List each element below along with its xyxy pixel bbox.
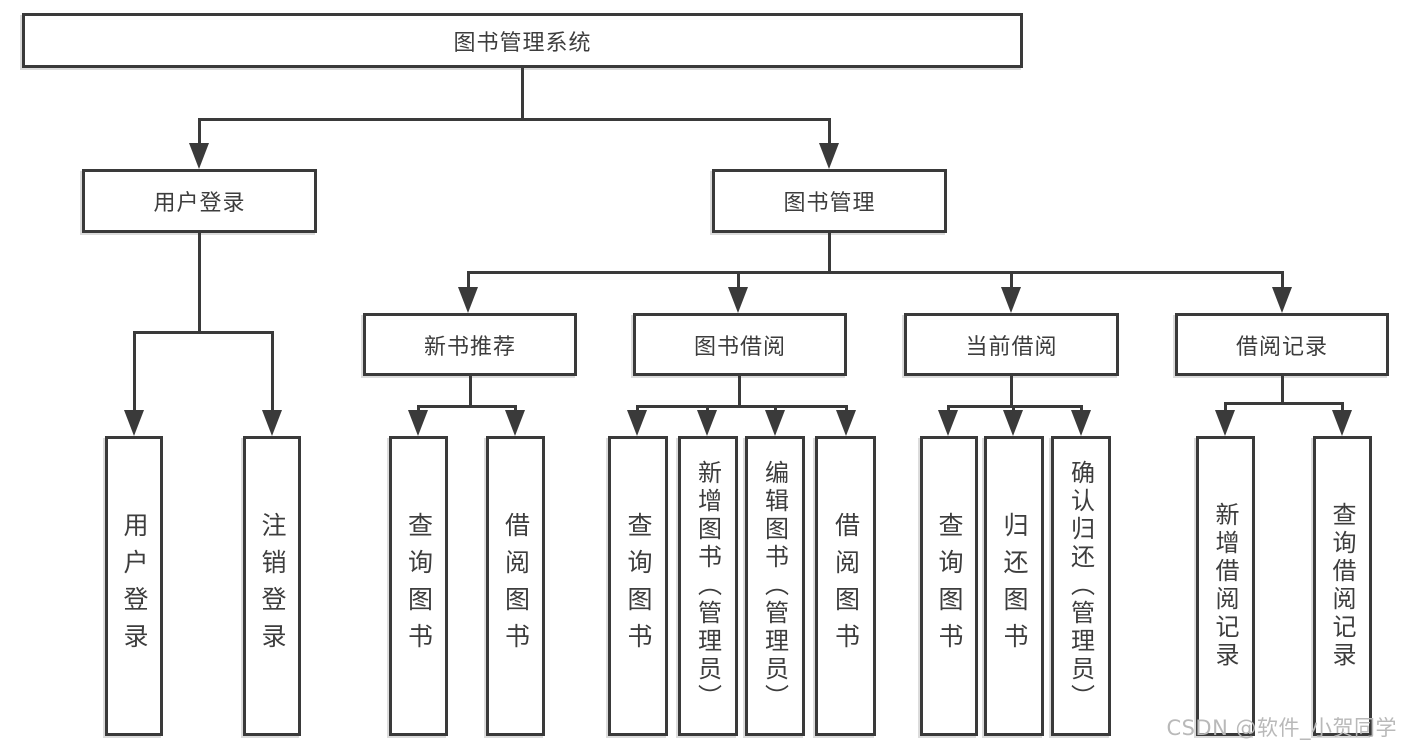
arrow-down-icon [1001,287,1021,313]
leaf-logout: 注销登录 [243,436,301,736]
connector-line [1281,376,1284,405]
connector-line [845,405,848,414]
leaf-add-book-admin: 新增图书（管理员） [678,436,738,736]
leaf-query-books-borrow: 查询图书 [608,436,668,736]
arrow-down-icon [938,410,958,436]
connector-line [738,376,741,408]
node-root: 图书管理系统 [22,13,1023,68]
connector-line [1010,271,1013,289]
arrow-down-icon [408,410,428,436]
arrow-down-icon [627,410,647,436]
connector-line [1010,376,1013,408]
connector-line [198,233,201,333]
node-new-book-recommend: 新书推荐 [363,313,577,376]
arrow-down-icon [505,410,525,436]
arrow-down-icon [1272,287,1292,313]
connector-line [1224,402,1344,405]
node-user-login: 用户登录 [82,169,317,233]
arrow-down-icon [765,410,785,436]
leaf-edit-book-admin: 编辑图书（管理员） [745,436,805,736]
connector-line [133,331,274,334]
connector-line [947,405,1083,408]
leaf-query-books-recommend: 查询图书 [389,436,448,736]
connector-line [469,376,472,408]
arrow-down-icon [697,410,717,436]
connector-line [706,405,709,414]
arrow-down-icon [458,287,478,313]
csdn-watermark: CSDN @软件_小贺同学 [1166,716,1397,740]
arrow-down-icon [728,287,748,313]
connector-line [271,331,274,412]
connector-line [521,68,524,120]
leaf-user-login: 用户登录 [105,436,163,736]
connector-line [1224,402,1227,412]
connector-line [198,118,201,146]
arrow-down-icon [262,410,282,436]
leaf-query-borrow-record: 查询借阅记录 [1313,436,1372,736]
node-book-borrow: 图书借阅 [633,313,847,376]
connector-line [133,331,136,412]
connector-line [1080,405,1083,414]
arrow-down-icon [1003,410,1023,436]
connector-line [467,271,1284,274]
leaf-borrow-books-recommend: 借阅图书 [486,436,545,736]
leaf-borrow-books: 借阅图书 [815,436,876,736]
connector-line [417,405,517,408]
arrow-down-icon [1215,410,1235,436]
connector-line [1341,402,1344,412]
leaf-add-borrow-record: 新增借阅记录 [1196,436,1255,736]
connector-line [737,271,740,289]
connector-line [774,405,777,414]
connector-line [636,405,639,414]
arrow-down-icon [1071,410,1091,436]
leaf-confirm-return-admin: 确认归还（管理员） [1051,436,1111,736]
node-borrow-records: 借阅记录 [1175,313,1389,376]
arrow-down-icon [124,410,144,436]
arrow-down-icon [1332,410,1352,436]
connector-line [1012,405,1015,414]
connector-line [828,233,831,273]
leaf-return-book: 归还图书 [984,436,1044,736]
node-book-management: 图书管理 [712,169,947,233]
arrow-down-icon [819,143,839,169]
connector-line [417,405,420,414]
connector-line [1281,271,1284,289]
arrow-down-icon [836,410,856,436]
connector-line [514,405,517,414]
connector-line [828,118,831,146]
connector-line [467,271,470,289]
connector-line [198,118,831,121]
leaf-query-books-current: 查询图书 [920,436,978,736]
node-current-borrow: 当前借阅 [904,313,1119,376]
arrow-down-icon [189,143,209,169]
connector-line [636,405,848,408]
connector-line [947,405,950,414]
